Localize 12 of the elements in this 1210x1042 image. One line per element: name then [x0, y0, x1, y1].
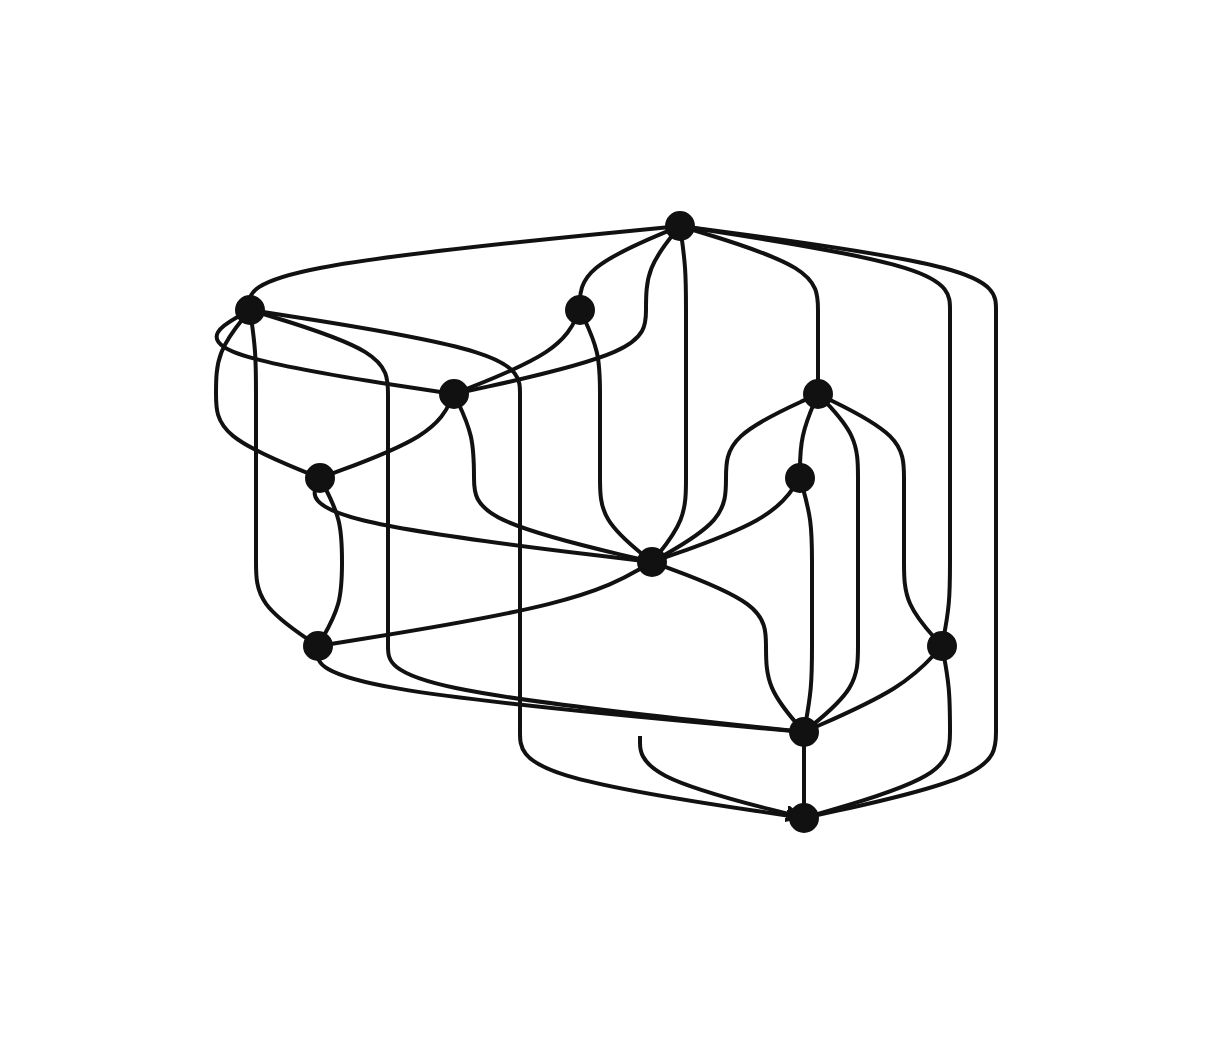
node-circle: [438, 378, 468, 408]
node-circle: [664, 210, 694, 240]
node-circle: [788, 802, 818, 832]
node-circle: [636, 546, 666, 576]
node-circle: [234, 294, 264, 324]
node-circle: [304, 462, 334, 492]
node-circle: [784, 462, 814, 492]
node-circle: [926, 630, 956, 660]
node-circle: [302, 630, 332, 660]
node-circle: [788, 716, 818, 746]
node-circle: [802, 378, 832, 408]
node-circle: [564, 294, 594, 324]
